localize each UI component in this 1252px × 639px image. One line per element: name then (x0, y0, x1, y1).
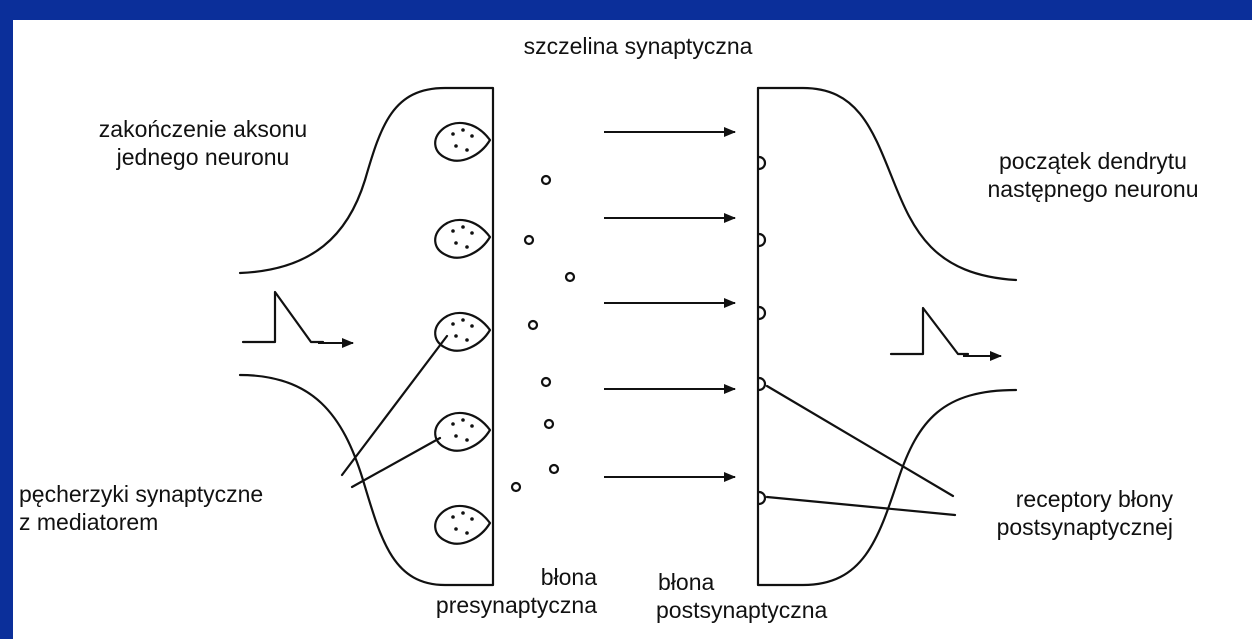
vesicles-label: pęcherzyki synaptyczne z mediatorem (19, 480, 359, 536)
axon-terminal-line-1: zakończenie aksonu (33, 115, 373, 143)
vesicles-line-2: z mediatorem (19, 508, 359, 536)
dendrite-start-line-1: początek dendrytu (943, 147, 1243, 175)
cleft-label: szczelina synaptyczna (463, 32, 813, 60)
receptors-leader-1 (767, 386, 953, 496)
dendrite-start-label: początek dendrytu następnego neuronu (943, 147, 1243, 203)
diagram-frame: szczelina synaptyczna zakończenie aksonu… (13, 20, 1252, 639)
synapse-diagram (13, 20, 1252, 639)
presynaptic-membrane-line-2: presynaptyczna (343, 591, 597, 619)
receptors-line-2: postsynaptycznej (913, 513, 1173, 541)
synaptic-vesicles (435, 123, 490, 544)
receptors-line-1: receptory błony (913, 485, 1173, 513)
postsynaptic-receptors (759, 157, 765, 504)
axon-terminal-line-2: jednego neuronu (33, 143, 373, 171)
receptors-label: receptory błony postsynaptycznej (913, 485, 1173, 541)
presynaptic-membrane-line-1: błona (343, 563, 597, 591)
vesicle-contents (451, 128, 474, 535)
transmission-arrows (318, 132, 1001, 477)
postsynaptic-membrane-label: błona postsynaptyczna (656, 568, 916, 624)
action-potential-axon (243, 292, 323, 342)
dendrite-start-line-2: następnego neuronu (943, 175, 1243, 203)
presynaptic-membrane-label: błona presynaptyczna (343, 563, 597, 619)
postsynaptic-membrane-line-1: błona (656, 568, 916, 596)
vesicles-leader-1 (342, 336, 447, 475)
vesicles-line-1: pęcherzyki synaptyczne (19, 480, 359, 508)
postsynaptic-membrane-line-2: postsynaptyczna (656, 596, 916, 624)
mediator-molecules (512, 176, 574, 491)
axon-terminal-label: zakończenie aksonu jednego neuronu (33, 115, 373, 171)
action-potential-dendrite (891, 308, 968, 354)
